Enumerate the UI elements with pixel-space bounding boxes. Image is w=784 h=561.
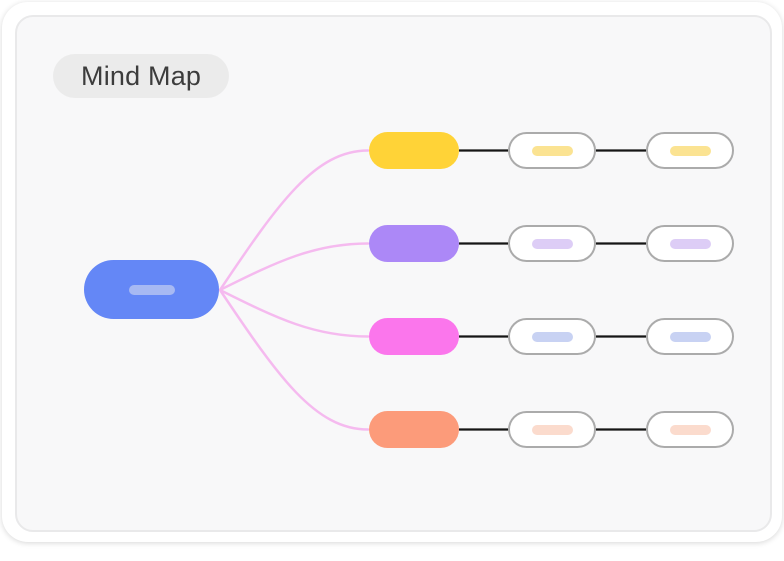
leaf-node-2-1[interactable] xyxy=(508,225,596,262)
branch-leaf-connectors xyxy=(459,149,646,431)
leaf-placeholder-bar xyxy=(531,331,573,342)
leaf-node-4-1[interactable] xyxy=(508,411,596,448)
branch-node-3[interactable] xyxy=(369,318,459,355)
branch-node-2[interactable] xyxy=(369,225,459,262)
leaf-node-3-1[interactable] xyxy=(508,318,596,355)
mindmap-card: Mind Map xyxy=(2,2,782,542)
leaf-placeholder-bar xyxy=(531,145,573,156)
mindmap-title-badge: Mind Map xyxy=(53,54,230,98)
root-placeholder-bar xyxy=(128,284,175,295)
leaf-node-2-2[interactable] xyxy=(646,225,734,262)
leaf-placeholder-bar xyxy=(531,238,573,249)
curve-root-branch-4 xyxy=(218,288,370,431)
root-branch-curves xyxy=(218,149,370,431)
branch-node-1[interactable] xyxy=(369,132,459,169)
curve-root-branch-3 xyxy=(218,288,370,338)
curve-root-branch-1 xyxy=(218,149,370,292)
root-node[interactable] xyxy=(84,260,219,319)
leaf-placeholder-bar xyxy=(669,331,711,342)
leaf-node-1-1[interactable] xyxy=(508,132,596,169)
leaf-node-1-2[interactable] xyxy=(646,132,734,169)
mindmap-canvas: Mind Map xyxy=(15,15,772,532)
leaf-placeholder-bar xyxy=(531,424,573,435)
leaf-placeholder-bar xyxy=(669,238,711,249)
leaf-placeholder-bar xyxy=(669,424,711,435)
leaf-node-4-2[interactable] xyxy=(646,411,734,448)
curve-root-branch-2 xyxy=(218,242,370,292)
leaf-node-3-2[interactable] xyxy=(646,318,734,355)
leaf-placeholder-bar xyxy=(669,145,711,156)
branch-node-4[interactable] xyxy=(369,411,459,448)
